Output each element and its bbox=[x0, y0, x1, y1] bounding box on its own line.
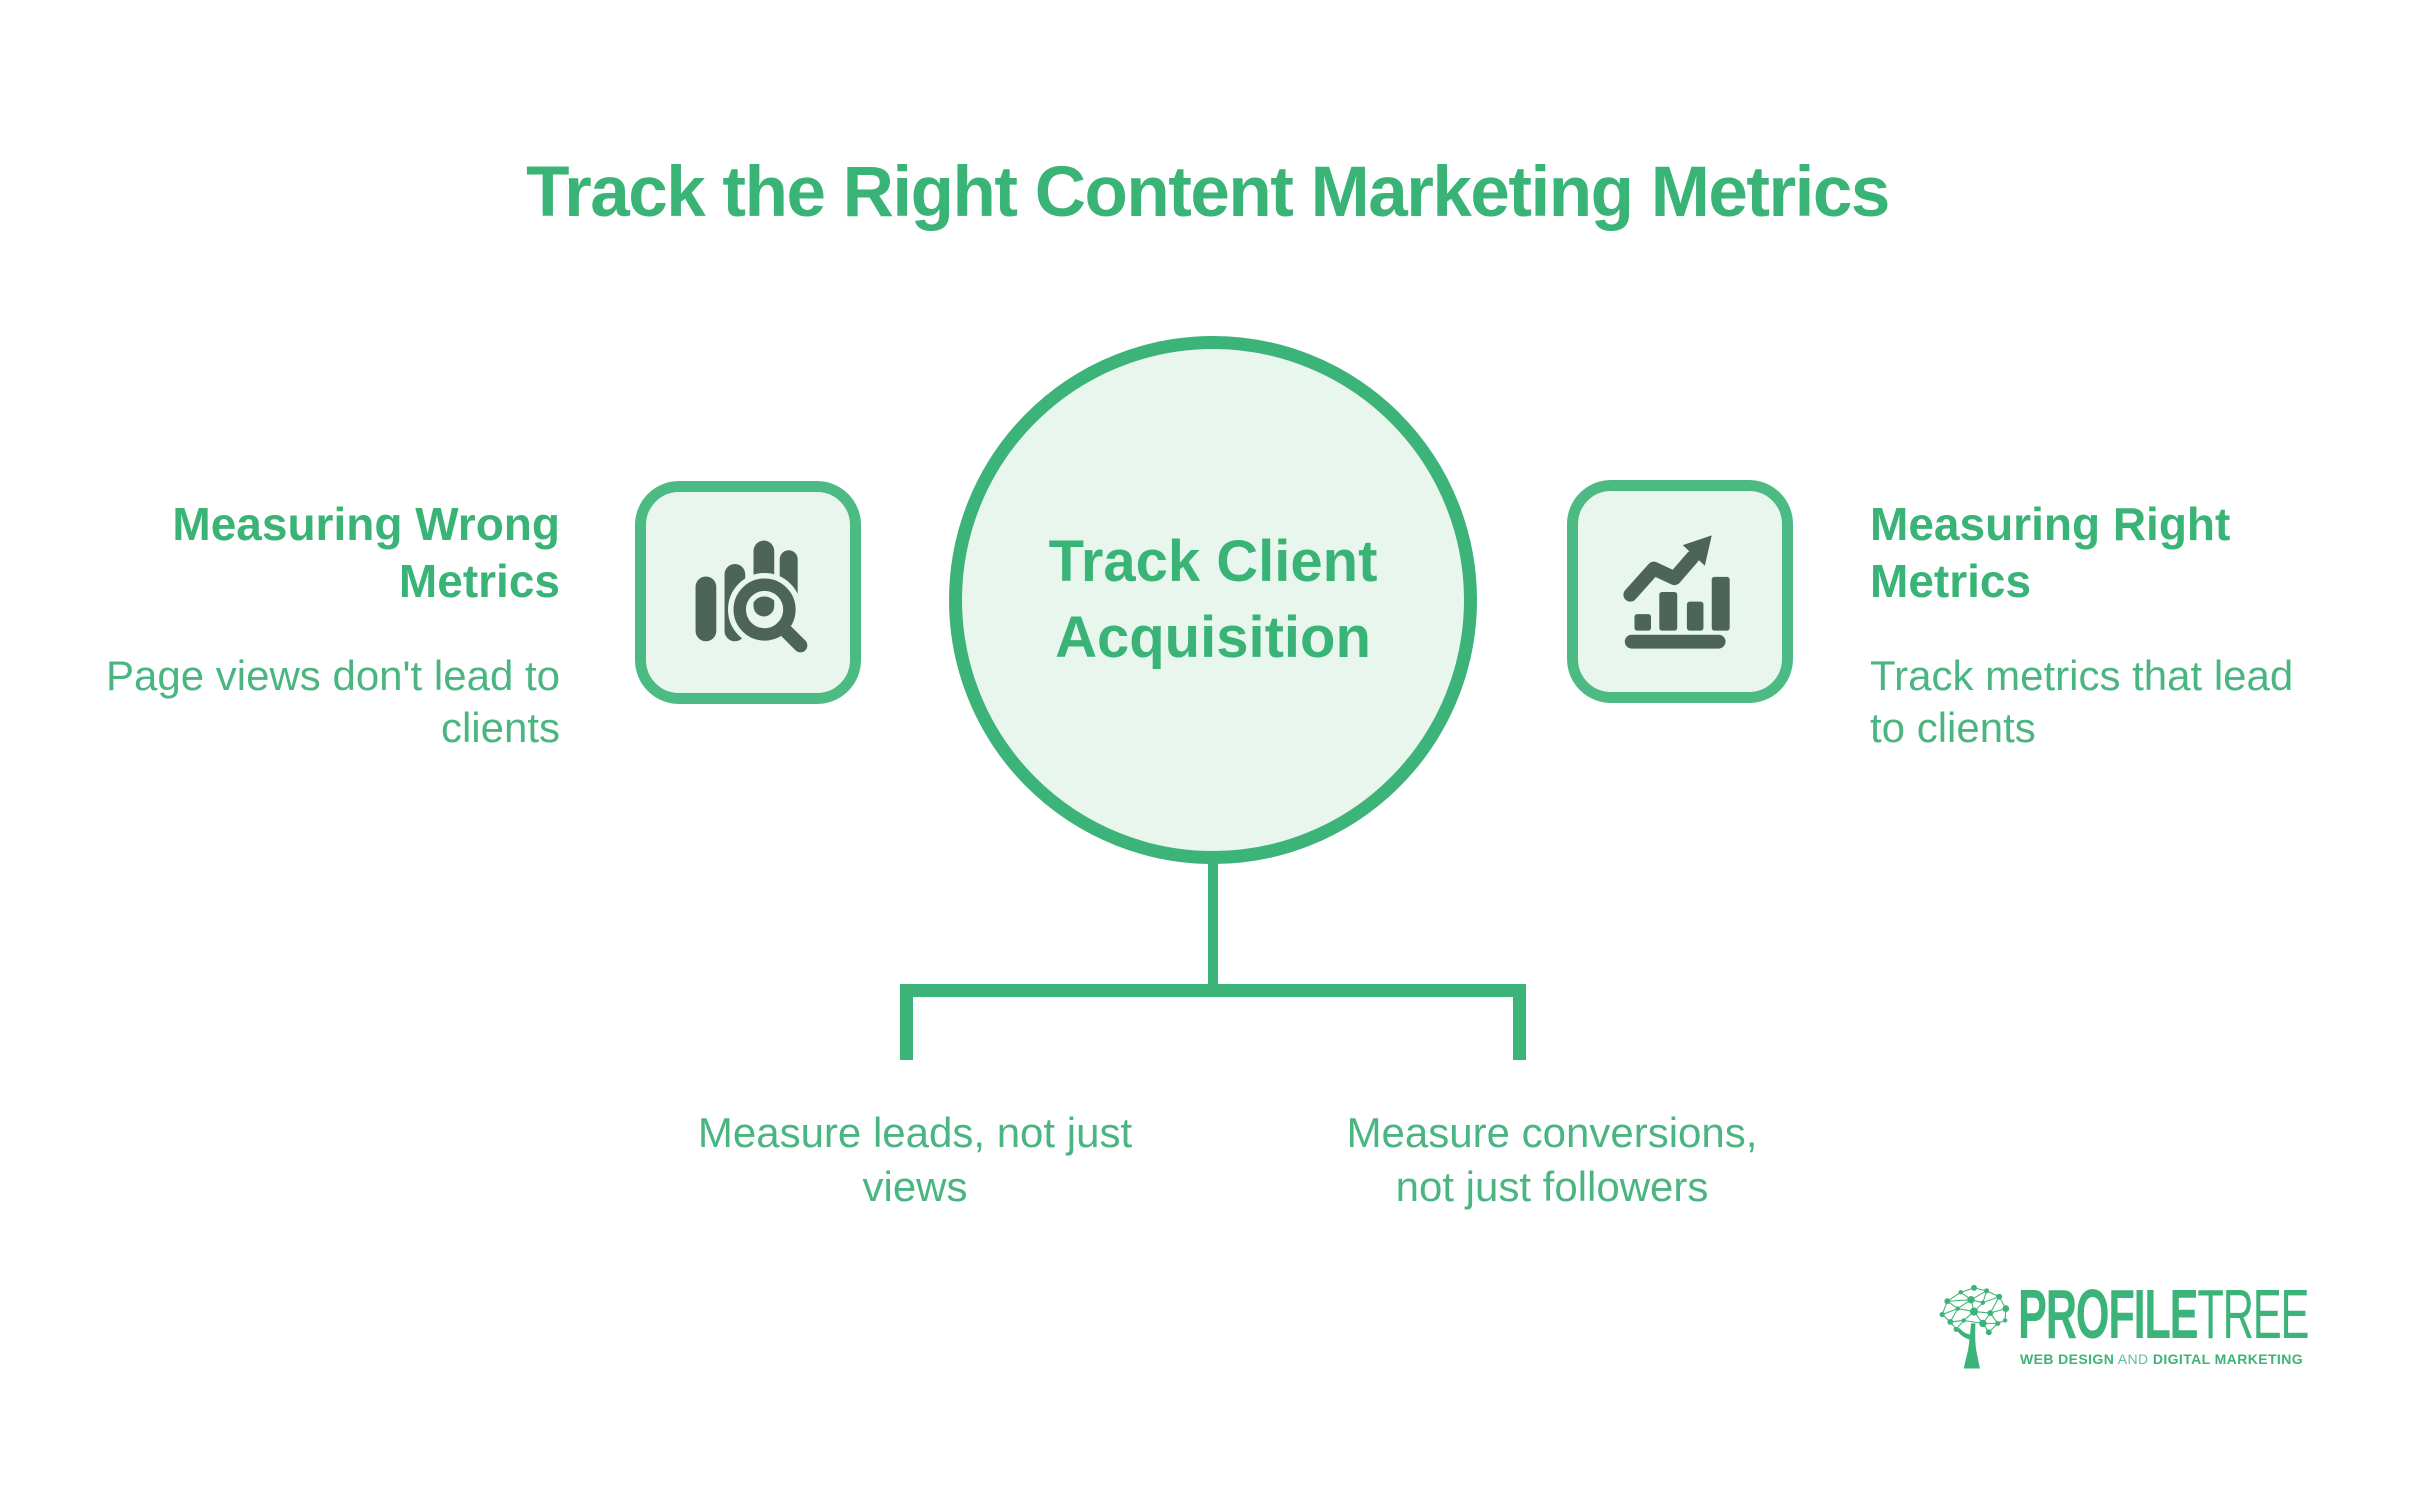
measuring-wrong-metrics-card bbox=[635, 481, 861, 704]
growth-chart-icon bbox=[1623, 534, 1730, 649]
measuring-right-metrics-card bbox=[1567, 480, 1793, 703]
branch-label-conversions: Measure conversions, not just followers bbox=[1346, 1109, 1758, 1210]
center-node-track-client-acquisition: Track Client Acquisition bbox=[949, 336, 1477, 864]
right-section-body: Track metrics that lead to clients bbox=[1870, 652, 2294, 751]
branch-label-leads: Measure leads, not just views bbox=[697, 1109, 1133, 1210]
profiletree-logo: PROFILETREE WEB DESIGN AND DIGITAL MARKE… bbox=[1937, 1275, 2337, 1390]
page-title: Track the Right Content Marketing Metric… bbox=[526, 153, 1890, 232]
network-tree-icon bbox=[1939, 1284, 2010, 1369]
brand-tagline: WEB DESIGN AND DIGITAL MARKETING bbox=[2020, 1351, 2303, 1367]
center-node-label: Track Client Acquisition bbox=[1048, 529, 1378, 670]
brand-profile: PROFILE bbox=[2018, 1275, 2199, 1353]
connector-right-drop bbox=[1513, 984, 1526, 1060]
bar-chart-search-icon bbox=[695, 540, 814, 659]
right-section-heading: Measuring Right Metrics bbox=[1870, 498, 2231, 607]
connector-left-drop bbox=[900, 984, 913, 1060]
brand-wordmark: PROFILETREE bbox=[2018, 1274, 2309, 1354]
brand-tree: TREE bbox=[2197, 1275, 2309, 1353]
left-section-body: Page views don't lead to clients bbox=[106, 652, 560, 751]
connector-horizontal-bar bbox=[900, 984, 1526, 997]
left-section-heading: Measuring Wrong Metrics bbox=[172, 498, 560, 607]
connector-stem bbox=[1208, 858, 1218, 988]
